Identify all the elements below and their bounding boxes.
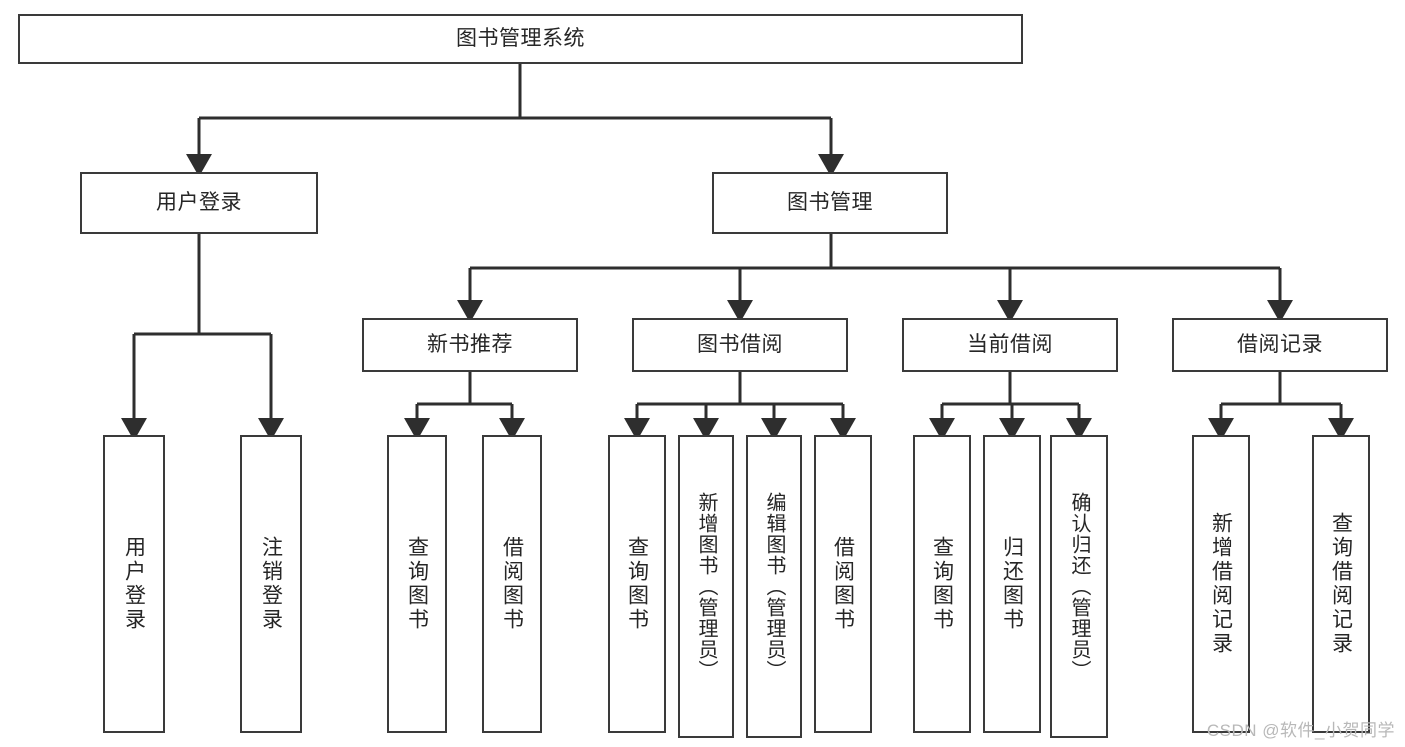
node-new-book-recommend[interactable]: 新书推荐 xyxy=(362,318,578,372)
node-root-label: 图书管理系统 xyxy=(456,26,585,50)
leaf-user-login-label: 用户登录 xyxy=(122,536,146,632)
node-new-book-recommend-label: 新书推荐 xyxy=(427,332,513,356)
leaf-add-record[interactable]: 新增借阅记录 xyxy=(1192,435,1250,733)
leaf-edit-book-label: 编辑图书（管理员） xyxy=(763,492,785,681)
leaf-borrow-book-b[interactable]: 借阅图书 xyxy=(814,435,872,733)
leaf-borrow-book-b-label: 借阅图书 xyxy=(831,536,855,632)
node-root[interactable]: 图书管理系统 xyxy=(18,14,1023,64)
node-current-borrow-label: 当前借阅 xyxy=(967,332,1053,356)
leaf-query-record-label: 查询借阅记录 xyxy=(1329,512,1353,656)
leaf-return-book[interactable]: 归还图书 xyxy=(983,435,1041,733)
leaf-query-book-b[interactable]: 查询图书 xyxy=(608,435,666,733)
leaf-logout-login[interactable]: 注销登录 xyxy=(240,435,302,733)
node-user-login-label: 用户登录 xyxy=(156,190,242,214)
leaf-add-book[interactable]: 新增图书（管理员） xyxy=(678,435,734,738)
leaf-borrow-book-a-label: 借阅图书 xyxy=(500,536,524,632)
node-borrow-record[interactable]: 借阅记录 xyxy=(1172,318,1388,372)
leaf-query-record[interactable]: 查询借阅记录 xyxy=(1312,435,1370,733)
leaf-logout-login-label: 注销登录 xyxy=(259,536,283,632)
leaf-query-book-c[interactable]: 查询图书 xyxy=(913,435,971,733)
leaf-return-book-label: 归还图书 xyxy=(1000,536,1024,632)
leaf-add-record-label: 新增借阅记录 xyxy=(1209,512,1233,656)
node-book-manage-label: 图书管理 xyxy=(787,190,873,214)
node-book-manage[interactable]: 图书管理 xyxy=(712,172,948,234)
leaf-user-login[interactable]: 用户登录 xyxy=(103,435,165,733)
node-current-borrow[interactable]: 当前借阅 xyxy=(902,318,1118,372)
node-book-borrow[interactable]: 图书借阅 xyxy=(632,318,848,372)
leaf-edit-book[interactable]: 编辑图书（管理员） xyxy=(746,435,802,738)
leaf-add-book-label: 新增图书（管理员） xyxy=(695,492,717,681)
node-user-login[interactable]: 用户登录 xyxy=(80,172,318,234)
node-book-borrow-label: 图书借阅 xyxy=(697,332,783,356)
leaf-borrow-book-a[interactable]: 借阅图书 xyxy=(482,435,542,733)
leaf-query-book-b-label: 查询图书 xyxy=(625,536,649,632)
leaf-confirm-return-label: 确认归还（管理员） xyxy=(1068,492,1090,681)
leaf-query-book-a-label: 查询图书 xyxy=(405,536,429,632)
leaf-query-book-c-label: 查询图书 xyxy=(930,536,954,632)
node-borrow-record-label: 借阅记录 xyxy=(1237,332,1323,356)
leaf-confirm-return[interactable]: 确认归还（管理员） xyxy=(1050,435,1108,738)
watermark-text: CSDN @软件_小贺同学 xyxy=(1206,721,1395,740)
leaf-query-book-a[interactable]: 查询图书 xyxy=(387,435,447,733)
